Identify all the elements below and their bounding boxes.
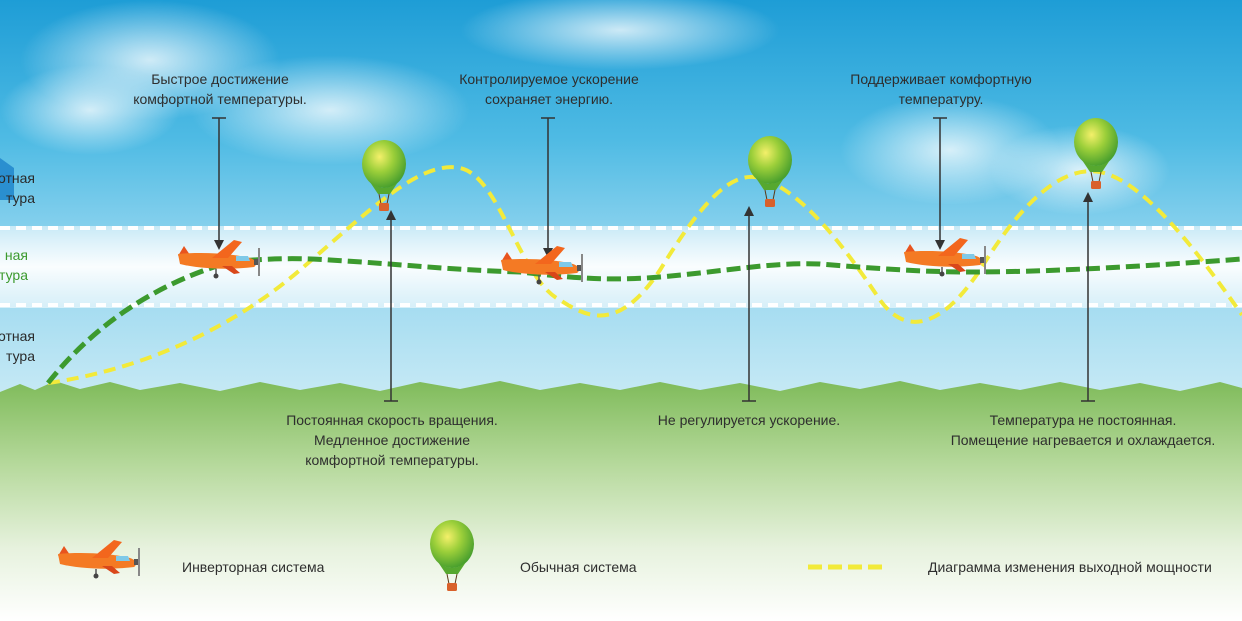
- side-label-line: тура: [0, 267, 28, 283]
- annotation-markers: [212, 117, 1095, 402]
- legend-conventional-label: Обычная система: [520, 559, 637, 575]
- annotation-constant-speed: Постоянная скорость вращения. Медленное …: [252, 410, 532, 470]
- legend-inverter-label: Инверторная система: [182, 559, 325, 575]
- annotation-temp-not-constant: Температура не постоянная. Помещение наг…: [928, 410, 1238, 450]
- annotation-line: Температура не постоянная.: [989, 412, 1177, 428]
- comfort-band: [0, 226, 1242, 308]
- side-label-line: ная: [4, 247, 28, 263]
- annotation-fast-reach: Быстрое достижение комфортной температур…: [98, 69, 342, 109]
- annotation-line: комфортной температуры.: [133, 91, 307, 107]
- annotation-no-accel: Не регулируется ускорение.: [619, 410, 879, 430]
- annotation-line: Постоянная скорость вращения.: [286, 412, 498, 428]
- legend-power-label: Диаграмма изменения выходной мощности: [928, 559, 1212, 575]
- side-label-line: отная: [0, 328, 35, 344]
- side-label-line: тура: [6, 348, 35, 364]
- annotation-line: Помещение нагревается и охлаждается.: [950, 432, 1216, 448]
- annotation-line: комфортной температуры.: [305, 452, 479, 468]
- marker-maintains: [933, 117, 947, 250]
- grass: [0, 381, 1242, 621]
- marker-constant-speed: [384, 210, 398, 402]
- marker-no-accel: [742, 206, 756, 402]
- annotation-line: Контролируемое ускорение: [459, 71, 639, 87]
- annotation-maintains: Поддерживает комфортную температуру.: [816, 69, 1066, 109]
- marker-controlled-accel: [541, 117, 555, 258]
- clouds: [0, 0, 1170, 215]
- annotation-line: Медленное достижение: [313, 432, 471, 448]
- side-label-middle: ная тура: [0, 245, 28, 285]
- marker-temp-not-constant: [1081, 192, 1095, 402]
- house-roof: [0, 158, 14, 200]
- annotation-line: Не регулируется ускорение.: [657, 412, 841, 428]
- annotation-line: температуру.: [898, 91, 984, 107]
- annotation-controlled-accel: Контролируемое ускорение сохраняет энерг…: [424, 69, 674, 109]
- annotation-line: Быстрое достижение: [151, 71, 289, 87]
- annotation-line: сохраняет энергию.: [484, 91, 614, 107]
- side-label-line: тура: [6, 190, 35, 206]
- side-label-bottom: отная тура: [0, 326, 35, 366]
- marker-fast-reach: [212, 117, 226, 250]
- side-label-top: отная тура: [0, 168, 35, 208]
- side-label-line: отная: [0, 170, 35, 186]
- conventional-power-curve: [47, 165, 1242, 385]
- annotation-line: Поддерживает комфортную: [850, 71, 1032, 87]
